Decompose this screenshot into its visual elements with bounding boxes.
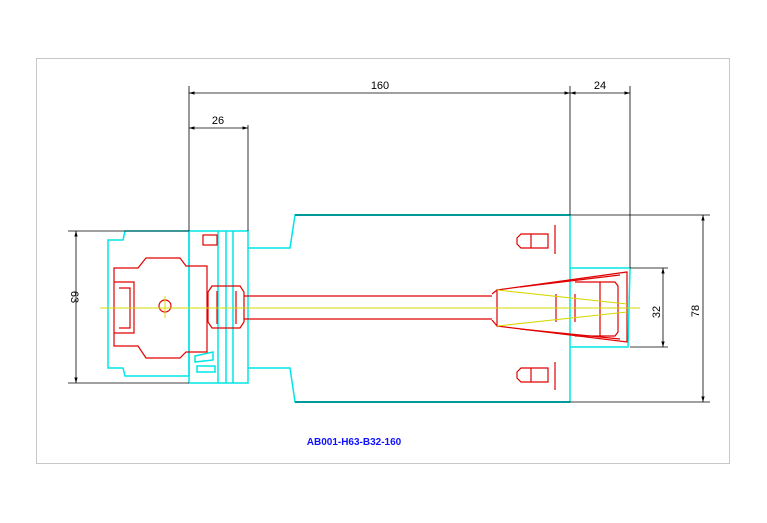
flange-outline	[188, 230, 249, 384]
flange-groove	[217, 231, 234, 383]
collet-cone	[496, 271, 628, 343]
clamp-nut	[575, 281, 619, 337]
dim-flange-length: 26	[212, 115, 224, 127]
centerlines	[100, 289, 640, 327]
clamping-unit	[113, 257, 208, 359]
dim-nose-diameter: 32	[651, 306, 663, 318]
dim-shank-diameter: 63	[68, 291, 80, 303]
dim-body-diameter: 78	[690, 305, 702, 317]
orientation-slot	[202, 234, 218, 246]
drawing-frame	[36, 58, 730, 464]
drive-key	[194, 351, 214, 363]
drive-key-lower	[196, 365, 216, 373]
dim-nose-length: 24	[594, 80, 606, 92]
drawbar-head	[207, 285, 245, 329]
coolant-tube	[244, 295, 492, 320]
part-code-label: AB001-H63-B32-160	[307, 437, 402, 448]
balancing-screw-top	[516, 225, 556, 254]
shank-taper-outline	[107, 230, 190, 377]
dim-overall-length: 160	[371, 80, 389, 92]
dimension-lines	[68, 86, 710, 403]
balancing-screw-bottom	[516, 362, 556, 390]
